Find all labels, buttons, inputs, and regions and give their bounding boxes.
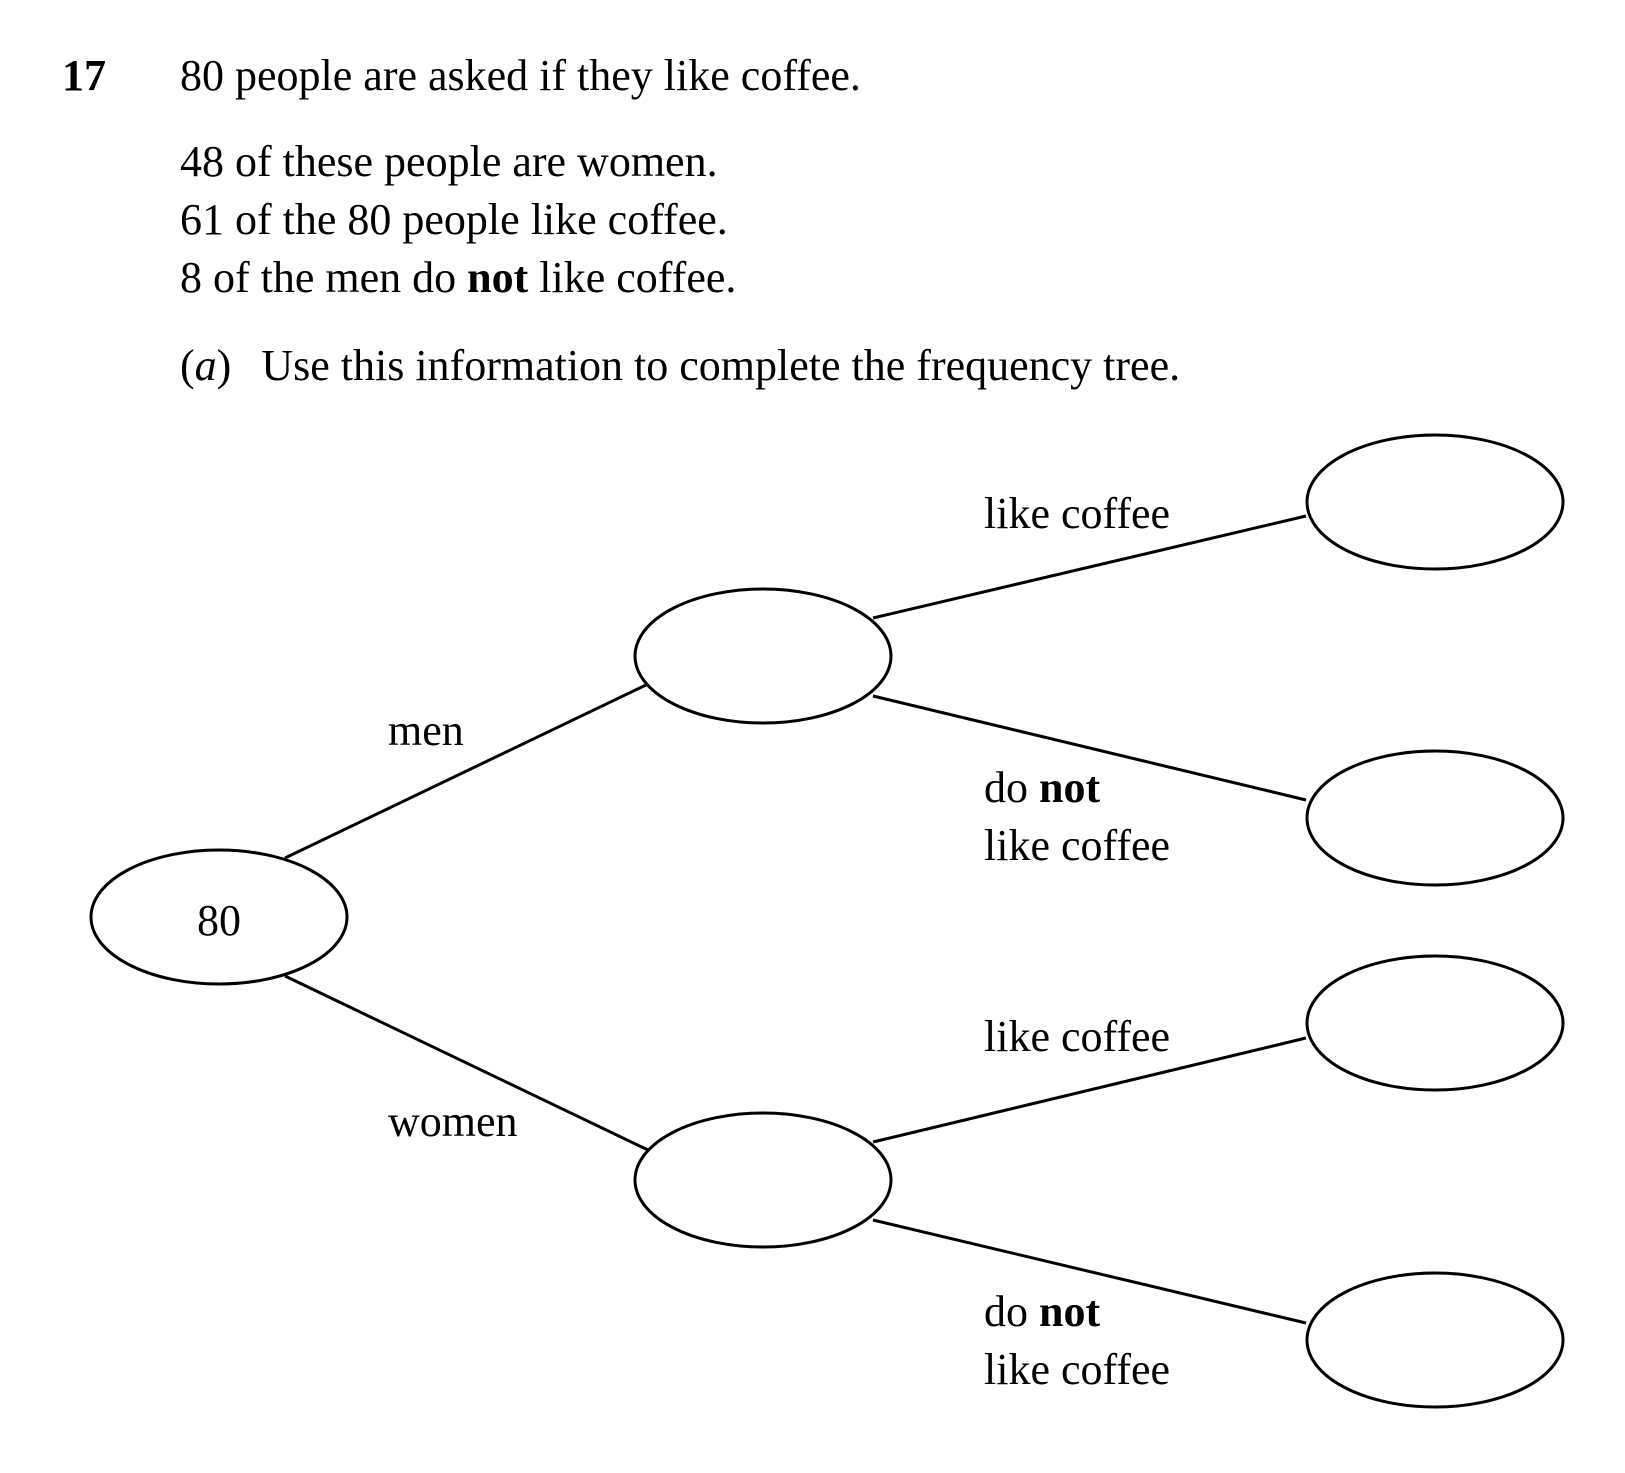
part-letter: a <box>194 341 217 390</box>
part-a: (a) Use this information to complete the … <box>180 340 1180 391</box>
branch-line-men-not <box>872 694 1307 802</box>
fact-men-not-post: like coffee. <box>528 253 737 302</box>
node-women[interactable] <box>633 1111 893 1249</box>
branch-line-men <box>284 682 649 860</box>
branch-line-women <box>284 974 649 1152</box>
fact-men-not: 8 of the men do not like coffee. <box>180 252 736 303</box>
node-women-like[interactable] <box>1305 954 1565 1092</box>
question-number: 17 <box>62 51 106 100</box>
label-women-not-bold: not <box>1039 1287 1100 1336</box>
label-men-not: do not <box>984 763 1100 812</box>
part-open: ( <box>180 341 195 390</box>
fact-men-not-pre: 8 of the men do <box>180 253 468 302</box>
branch-line-women-not <box>872 1218 1307 1325</box>
fact-men-not-bold: not <box>467 253 529 302</box>
label-women-not-do: do <box>984 1287 1039 1336</box>
part-text: Use this information to complete the fre… <box>261 341 1181 390</box>
label-men-like: like coffee <box>984 489 1170 538</box>
node-men-not[interactable] <box>1305 749 1565 887</box>
label-men-not-do: do <box>984 763 1039 812</box>
question-intro: 80 people are asked if they like coffee. <box>180 51 861 100</box>
label-men: men <box>388 706 464 755</box>
label-women-not-line2: like coffee <box>984 1345 1170 1394</box>
node-women-not[interactable] <box>1305 1271 1565 1409</box>
label-women: women <box>388 1097 518 1146</box>
branch-line-men-like <box>872 514 1307 620</box>
label-men-not-bold: not <box>1039 763 1100 812</box>
fact-like-coffee: 61 of the 80 people like coffee. <box>180 195 728 244</box>
label-men-not-line2: like coffee <box>984 821 1170 870</box>
node-men[interactable] <box>633 587 893 725</box>
fact-women: 48 of these people are women. <box>180 137 718 186</box>
node-men-like[interactable] <box>1305 433 1565 571</box>
node-root-value: 80 <box>197 896 241 945</box>
part-close: ) <box>216 341 232 390</box>
branch-line-women-like <box>872 1036 1307 1144</box>
label-women-like: like coffee <box>984 1012 1170 1061</box>
label-women-not: do not <box>984 1287 1100 1336</box>
node-root <box>89 848 349 986</box>
